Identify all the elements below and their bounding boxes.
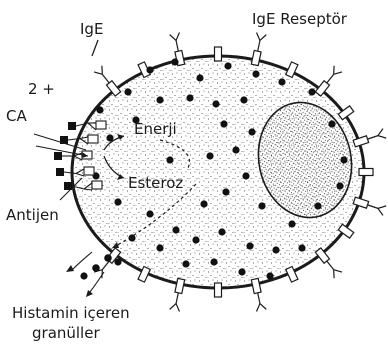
- granule-dot-icon: [206, 152, 213, 159]
- receptor-y-icon: [353, 196, 387, 216]
- granule-dot-icon: [232, 146, 239, 153]
- granule-dot-icon: [114, 258, 121, 265]
- calcium-charge-label: 2 +: [28, 80, 55, 98]
- receptor-y-icon: [215, 283, 222, 297]
- granule-dot-icon: [328, 120, 335, 127]
- ige-label: IgE: [80, 20, 103, 38]
- granule-dot-icon: [340, 156, 347, 163]
- granule-dot-icon: [220, 120, 227, 127]
- granule-dot-icon: [308, 88, 315, 95]
- granule-dot-icon: [278, 78, 285, 85]
- granule-dot-icon: [240, 96, 247, 103]
- receptor-y-icon: [94, 66, 122, 97]
- granule-dot-icon: [186, 94, 193, 101]
- granule-dot-icon: [210, 258, 217, 265]
- esterase-label: Esteroz: [128, 174, 183, 192]
- granule-dot-icon: [200, 200, 207, 207]
- granule-dot-icon: [192, 236, 199, 243]
- receptor-y-icon: [314, 247, 342, 278]
- granule-dot-icon: [266, 272, 273, 279]
- granule-dot-icon: [272, 246, 279, 253]
- histamine-label-line2: granüller: [32, 324, 100, 342]
- ige-receptor-label: IgE Reseptör: [252, 10, 348, 28]
- granule-dot-icon: [238, 268, 245, 275]
- granule-dot-icon: [242, 172, 249, 179]
- ige-pointer: [92, 40, 98, 56]
- granule-dot-icon: [298, 244, 305, 251]
- granule-dot-icon: [114, 198, 121, 205]
- histamine-label-line1: Histamin içeren: [12, 304, 130, 322]
- granule-dot-icon: [156, 244, 163, 251]
- receptor-y-icon: [353, 129, 387, 149]
- granule-dot-icon: [288, 220, 295, 227]
- granule-dot-icon: [146, 66, 153, 73]
- receptor-y-icon: [215, 47, 222, 61]
- released-granules: [66, 252, 112, 297]
- granule-dot-icon: [218, 228, 225, 235]
- granule-dot-icon: [314, 202, 321, 209]
- granule-dot-icon: [171, 58, 178, 65]
- granule-dot-icon: [224, 62, 231, 69]
- granule-dot-icon: [196, 74, 203, 81]
- granule-dot-icon: [212, 100, 219, 107]
- granule-dot-icon: [166, 156, 173, 163]
- granule-dot-icon: [252, 70, 259, 77]
- antigen-label: Antijen: [6, 206, 59, 224]
- granule-dot-icon: [172, 226, 179, 233]
- calcium-label: CA: [6, 107, 27, 125]
- granule-dot-icon: [258, 202, 265, 209]
- receptor-y-icon: [314, 66, 342, 97]
- granule-dot-icon: [182, 260, 189, 267]
- granule-dot-icon: [336, 182, 343, 189]
- granule-dot-icon: [246, 242, 253, 249]
- granule-dot-icon: [96, 106, 103, 113]
- granule-dot-icon: [156, 96, 163, 103]
- energy-label: Enerji: [134, 120, 177, 138]
- granule-dot-icon: [248, 128, 255, 135]
- granule-dot-icon: [222, 188, 229, 195]
- granule-dot-icon: [124, 88, 131, 95]
- granule-dot-icon: [146, 210, 153, 217]
- receptor-y-icon: [359, 169, 373, 176]
